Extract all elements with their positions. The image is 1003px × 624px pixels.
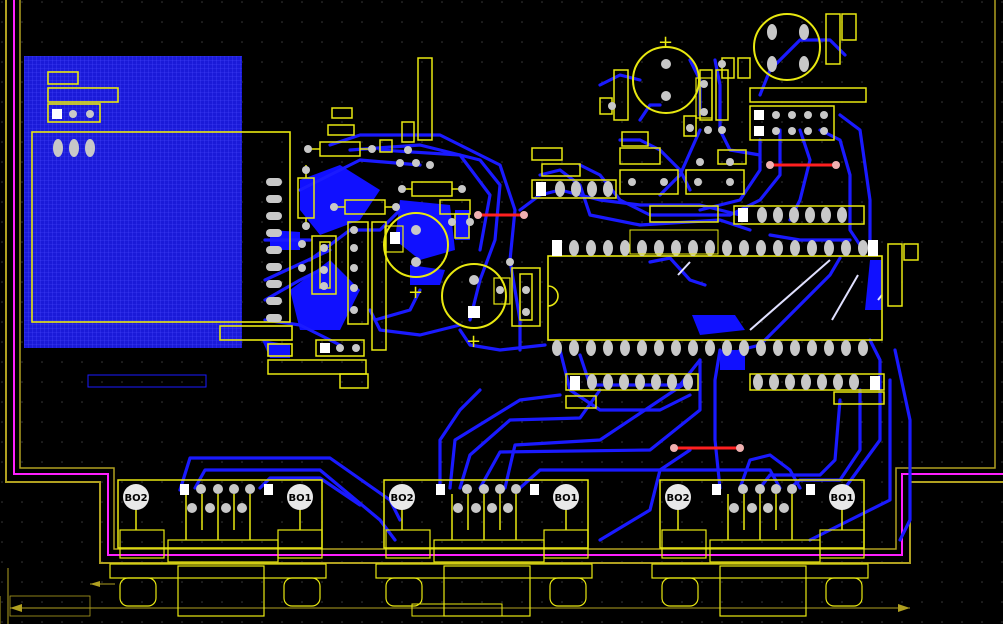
jumper-pads	[474, 161, 840, 452]
pin-headers	[531, 105, 885, 391]
capacitor-polarity-marks: + + +	[408, 32, 673, 352]
jumper-wires	[478, 163, 836, 450]
bo1-label: BO1	[830, 493, 853, 504]
rf-module-footprint	[31, 71, 293, 357]
vias-and-pads	[298, 102, 734, 353]
polarity-mark: +	[466, 331, 481, 352]
bo1-label: BO1	[288, 493, 311, 504]
bo1-label: BO1	[554, 493, 577, 504]
electrolytic-capacitors	[383, 13, 821, 329]
copper-pour-region	[24, 56, 242, 388]
microcontroller-dip40	[547, 229, 883, 356]
bo2-label: BO2	[390, 493, 413, 504]
db9-connector-2[interactable]: BO2 BO1	[375, 479, 593, 617]
bo2-label: BO2	[124, 493, 147, 504]
capacitor-pads	[390, 24, 809, 318]
keepout-outline	[13, 0, 1003, 556]
bo2-label: BO2	[666, 493, 689, 504]
db9-connector-3[interactable]: BO2 BO1	[651, 479, 869, 617]
polarity-mark: +	[408, 282, 423, 303]
polarity-mark: +	[658, 32, 673, 53]
rf-module-pads	[52, 109, 282, 322]
db9-connector-1[interactable]: BO2 BO1	[109, 479, 327, 617]
header-pins	[536, 110, 880, 390]
